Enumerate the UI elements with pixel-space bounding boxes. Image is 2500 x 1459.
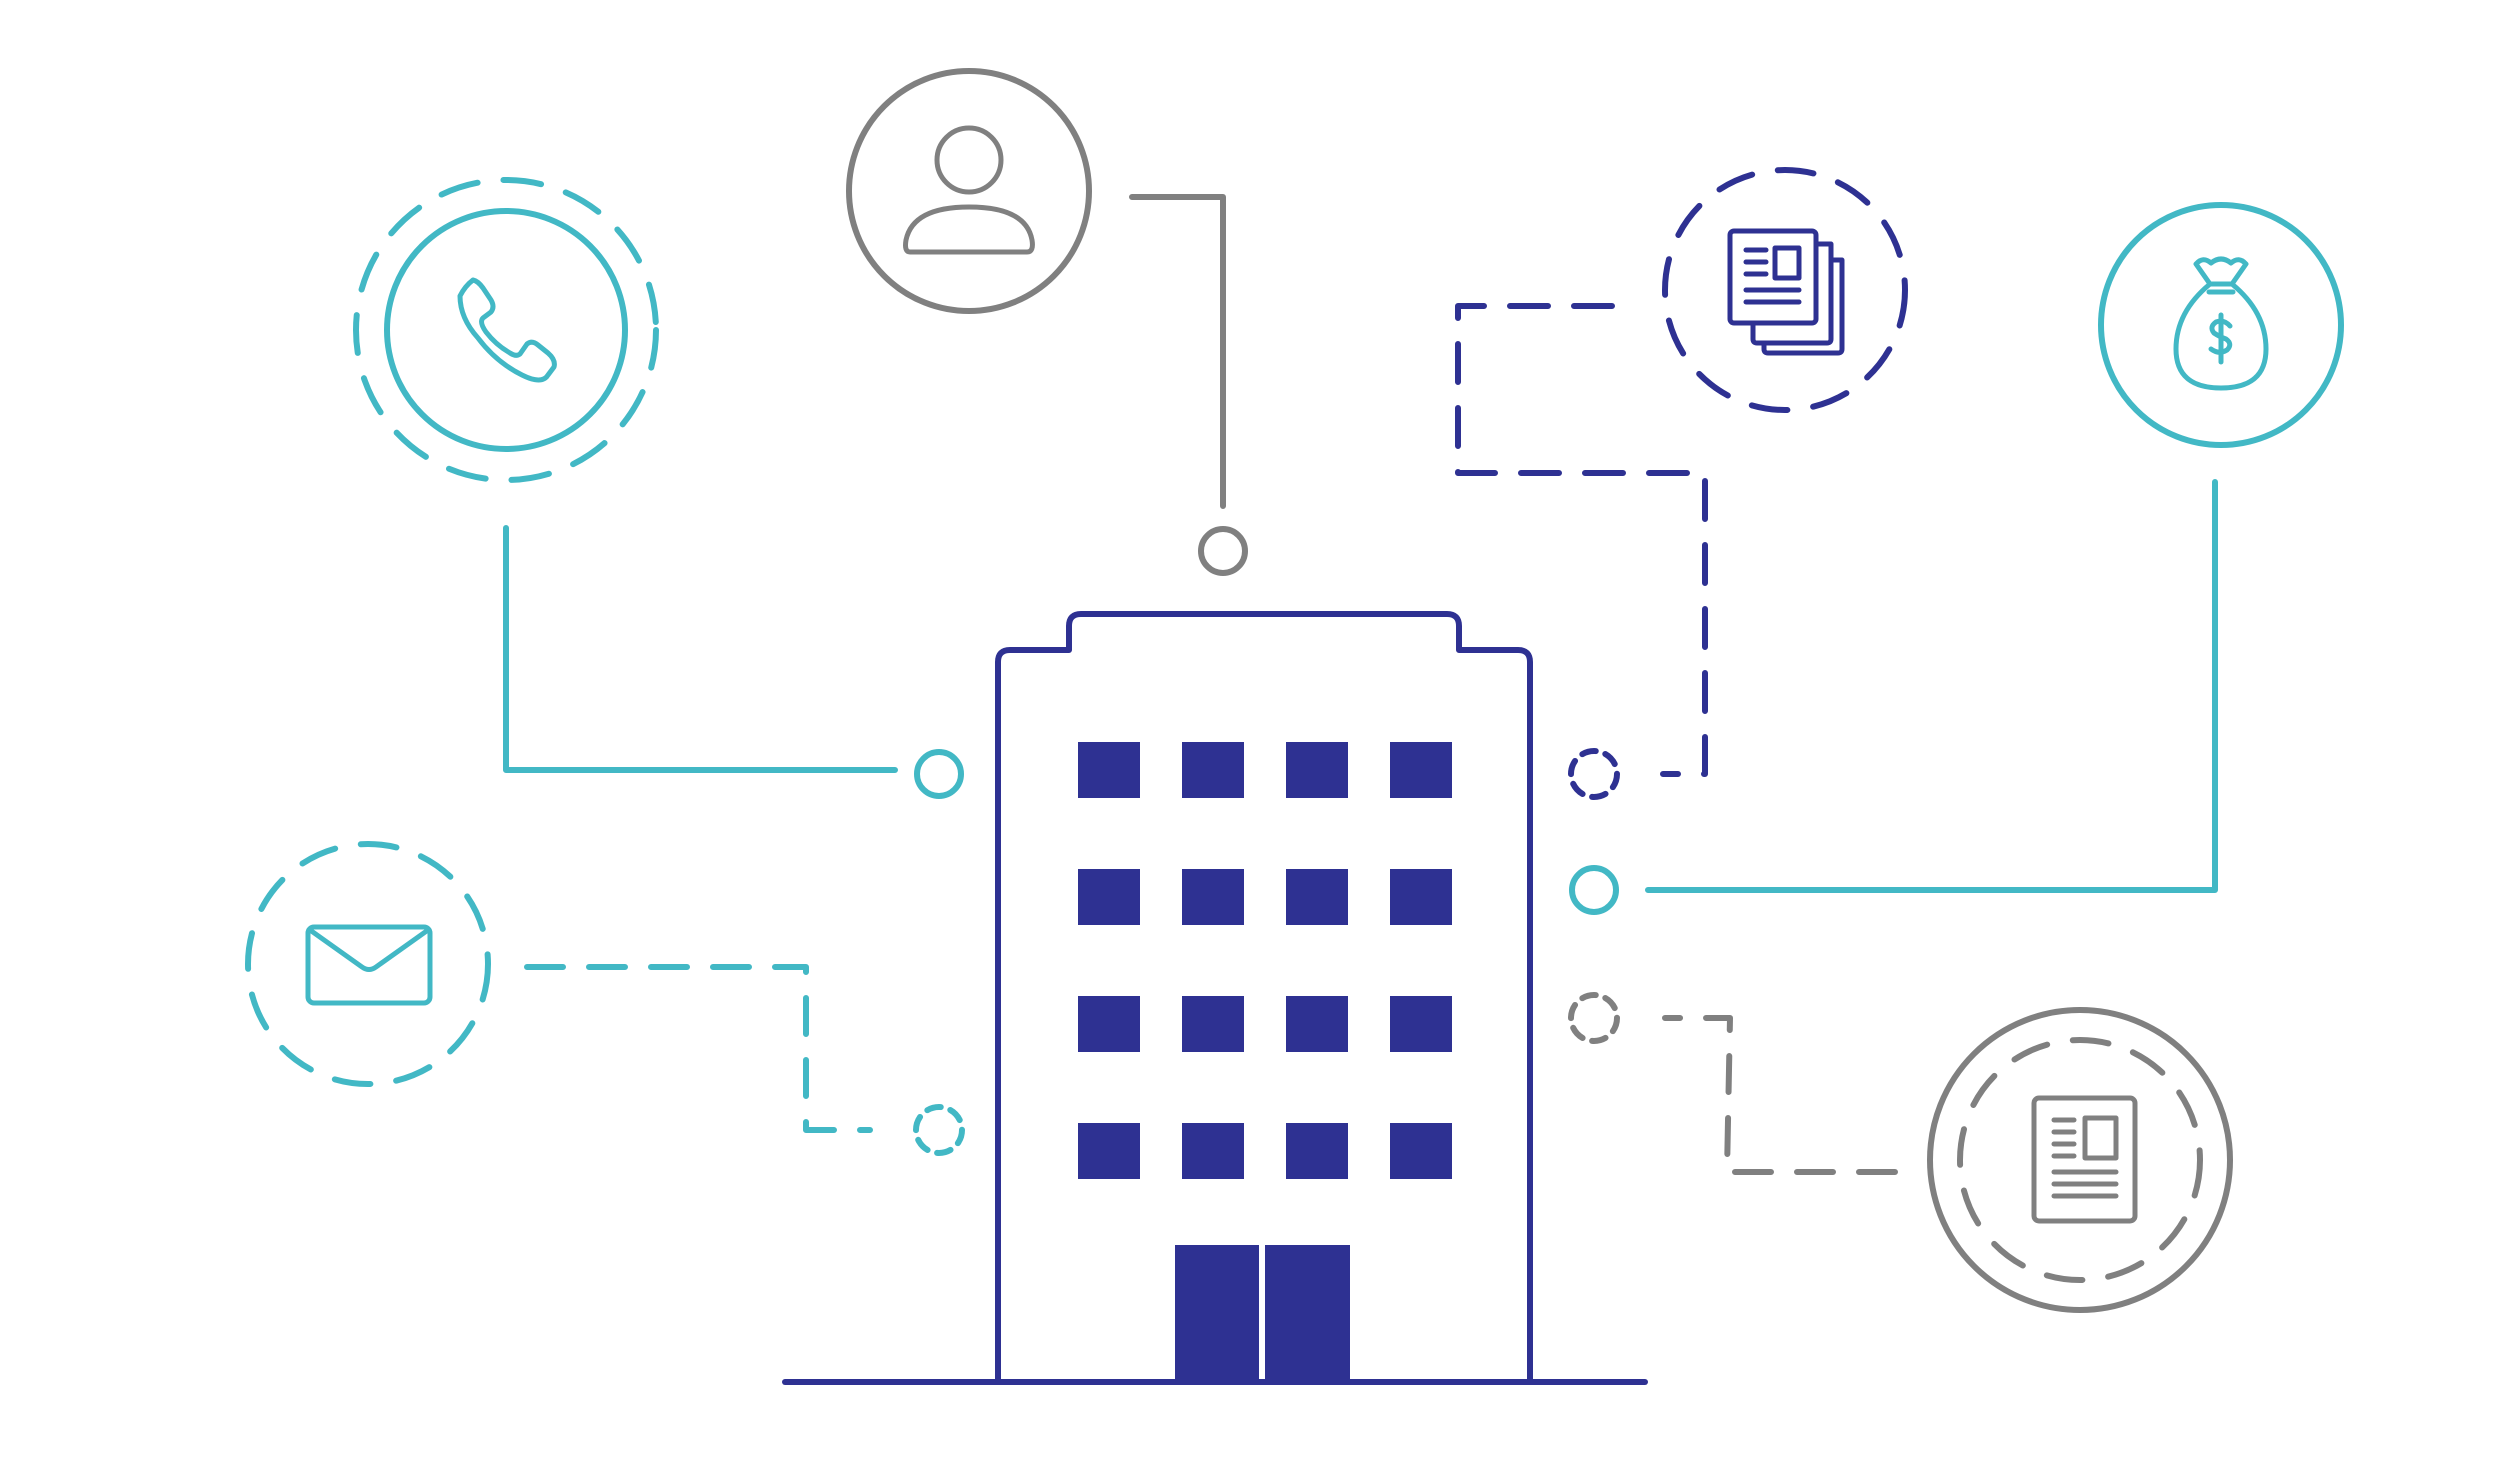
- email-port: [913, 1104, 965, 1156]
- building-outline: [995, 611, 1533, 1383]
- building-window: [1078, 869, 1140, 925]
- user-connector: [1129, 194, 1226, 509]
- building-door: [1175, 1245, 1350, 1382]
- news-port: [1568, 992, 1620, 1044]
- email-connector: [524, 964, 873, 1133]
- news-inner-dashed-ring: [1957, 1037, 2203, 1283]
- newspaper-icon: [2031, 1095, 2138, 1224]
- building-window: [1286, 869, 1348, 925]
- building-window: [1182, 996, 1244, 1052]
- phone-connector: [503, 525, 898, 773]
- building-windows: [1078, 742, 1452, 1179]
- money-connector: [1645, 479, 2218, 893]
- news-connector: [1662, 1015, 1898, 1175]
- building-window: [1286, 1123, 1348, 1179]
- user-ring: [846, 68, 1092, 314]
- user-node: [846, 68, 1248, 576]
- phone-outer-dashed-ring: [353, 177, 659, 483]
- building-window: [1286, 742, 1348, 798]
- building-window: [1390, 1123, 1452, 1179]
- email-node: [245, 841, 965, 1156]
- documents-dashed-ring: [1662, 167, 1908, 413]
- building-window: [1390, 869, 1452, 925]
- building-window: [1182, 742, 1244, 798]
- documents-port: [1568, 748, 1620, 800]
- building-window: [1390, 742, 1452, 798]
- documents-stack-icon: [1727, 228, 1845, 356]
- envelope-icon: [305, 924, 433, 1006]
- documents-node: [1455, 167, 1908, 800]
- building-window: [1182, 869, 1244, 925]
- phone-ring: [384, 208, 628, 452]
- building-window: [1182, 1123, 1244, 1179]
- money-node: [1569, 202, 2344, 915]
- building-window: [1286, 996, 1348, 1052]
- money-port: [1569, 865, 1619, 915]
- documents-connector: [1455, 303, 1708, 777]
- phone-icon: [457, 277, 557, 383]
- user-port: [1198, 526, 1248, 576]
- building-window: [1078, 996, 1140, 1052]
- money-bag-icon: [2173, 256, 2269, 391]
- building-window: [1078, 1123, 1140, 1179]
- building-window: [1390, 996, 1452, 1052]
- building-window: [1078, 742, 1140, 798]
- door-left-leaf: [1175, 1245, 1259, 1382]
- news-ring: [1927, 1007, 2233, 1313]
- phone-port: [914, 749, 964, 799]
- email-dashed-ring: [245, 841, 491, 1087]
- news-node: [1568, 992, 2233, 1313]
- money-ring: [2098, 202, 2344, 448]
- user-icon: [903, 125, 1035, 255]
- door-right-leaf: [1265, 1245, 1350, 1382]
- phone-node: [353, 177, 964, 799]
